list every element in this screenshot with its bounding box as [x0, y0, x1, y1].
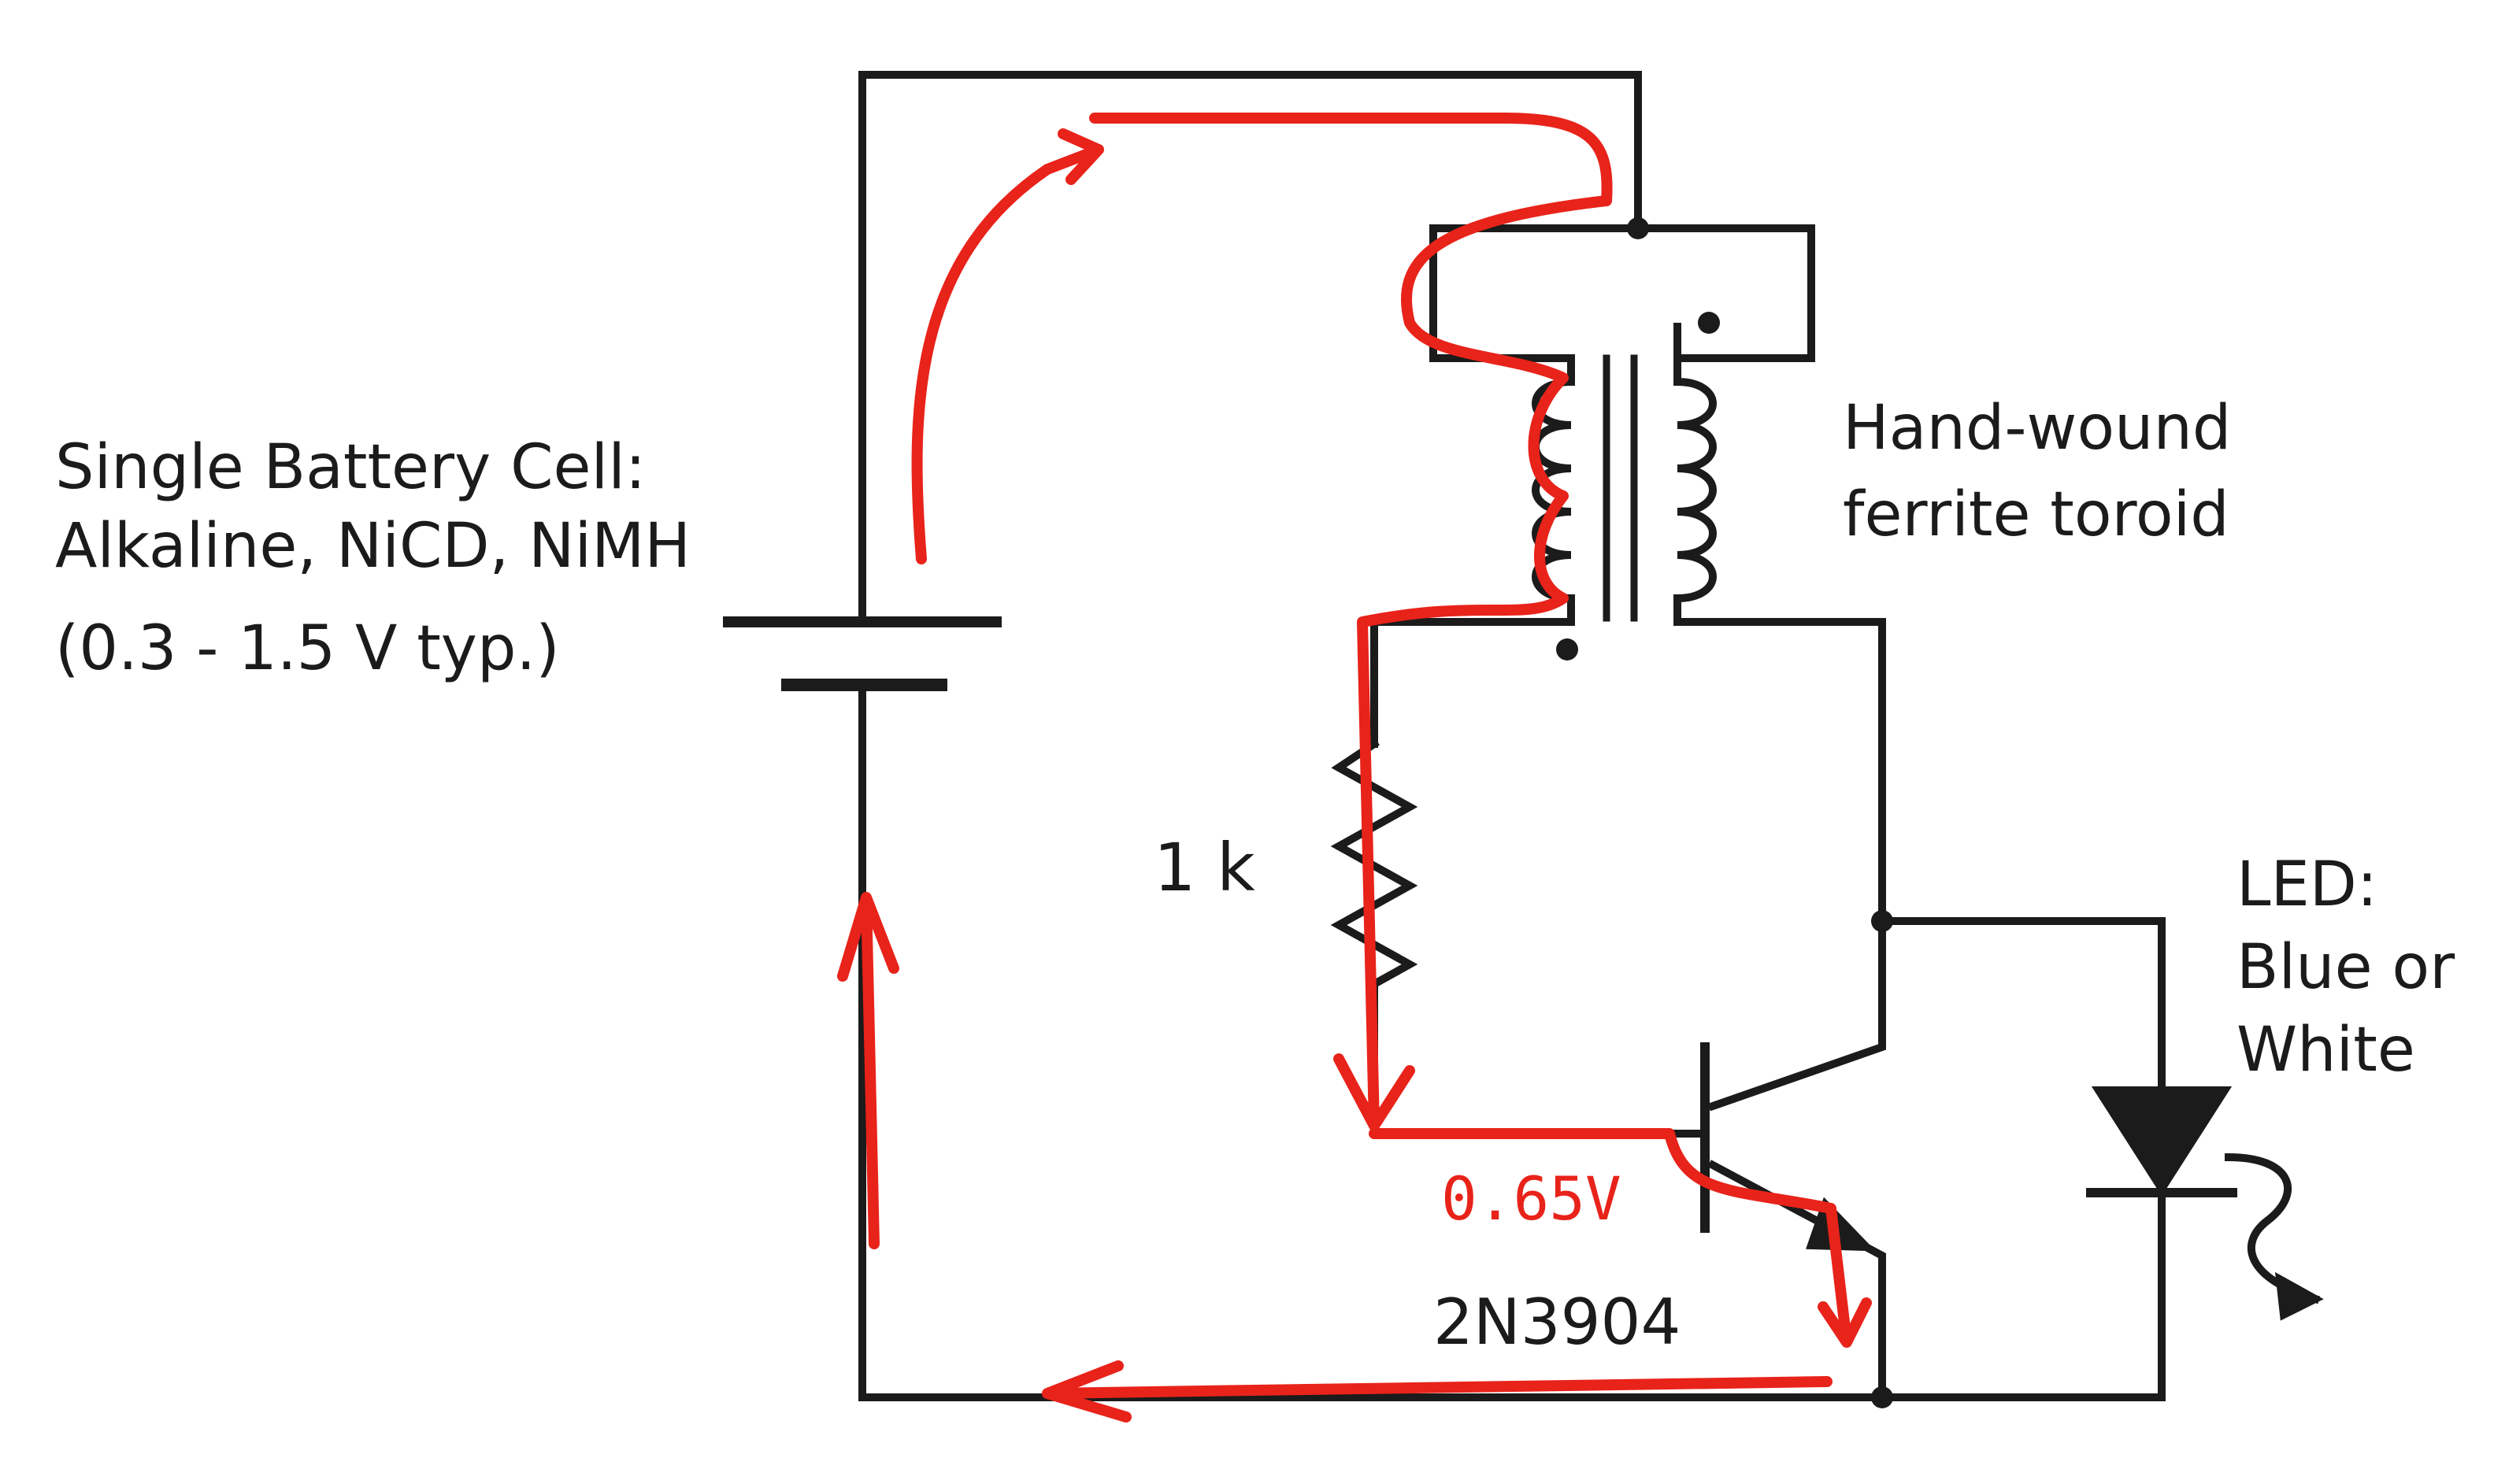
led-label-line3: White — [2236, 1015, 2415, 1086]
led-label-line1: LED: — [2236, 849, 2378, 920]
wire-battery-top — [858, 71, 1642, 626]
led-emission-arrow — [2224, 1153, 2321, 1304]
toroid-label-line2: ferrite toroid — [1843, 479, 2229, 550]
coil-secondary — [1673, 354, 1717, 626]
junction-top — [1627, 217, 1649, 239]
battery-label-line3: (0.3 - 1.5 V typ.) — [55, 613, 560, 684]
wire-led-bottom — [1878, 1185, 2166, 1401]
resistor-1k — [1330, 738, 1709, 1138]
wire-collector — [1673, 618, 1886, 1112]
wire-transformer-top — [1634, 224, 1815, 362]
toroid-label-line1: Hand-wound — [1843, 393, 2232, 464]
led-triangle — [2091, 1086, 2233, 1197]
led-emission-head — [2274, 1271, 2324, 1321]
battery-label-line2: Alkaline, NiCD, NiMH — [55, 511, 691, 582]
voltage-annotation: 0.65V — [1441, 1164, 1621, 1234]
resistor-label: 1 k — [1154, 829, 1255, 906]
junction-bottom — [1871, 1386, 1893, 1408]
current-path-red — [837, 113, 1872, 1423]
wire-resistor-top — [1370, 618, 1575, 748]
coil-primary — [1532, 377, 1576, 626]
junction-collector — [1871, 910, 1893, 932]
led-label-line2: Blue or — [2236, 932, 2455, 1003]
wire-transformer-left-top — [1429, 224, 1642, 386]
battery-label-line1: Single Battery Cell: — [55, 432, 647, 503]
coil-dot-right — [1698, 312, 1720, 334]
transistor-label: 2N3904 — [1433, 1286, 1681, 1359]
wire-led-top — [1878, 917, 2166, 1094]
coil-dot-left — [1556, 638, 1578, 660]
